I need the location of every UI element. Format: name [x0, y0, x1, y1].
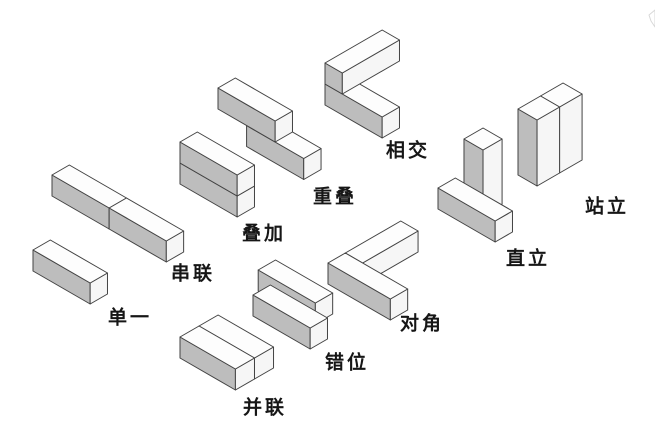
block-face-top	[179, 325, 255, 370]
figure-intersect	[324, 29, 400, 139]
block-face-top	[463, 127, 503, 151]
figure-stacked	[179, 131, 255, 218]
figure-label-single: 单一	[107, 306, 153, 329]
figure-label-stacked: 叠加	[241, 222, 287, 245]
block-face-top	[217, 77, 293, 122]
figure-parallel	[179, 314, 275, 391]
block-face-top	[324, 29, 400, 74]
figure-label-staggered: 错位	[324, 351, 370, 374]
figure-label-intersect: 相交	[385, 139, 431, 162]
block-face-top	[179, 131, 255, 176]
block-face-top	[32, 239, 108, 284]
figure-staggered	[252, 259, 334, 350]
figure-series	[51, 164, 185, 263]
edge-artifact	[648, 9, 655, 28]
figure-overlap	[217, 77, 322, 180]
figure-label-overlap: 重叠	[312, 185, 358, 208]
figure-label-diagonal: 对角	[399, 312, 445, 335]
figure-single	[32, 239, 108, 305]
block-face-top	[108, 197, 185, 242]
figure-label-upright: 直立	[505, 247, 551, 270]
figure-label-standing: 站立	[584, 195, 630, 218]
figure-label-series: 串联	[170, 262, 216, 285]
figure-label-parallel: 并联	[242, 396, 288, 419]
block-face-right	[559, 93, 583, 174]
block-face-top	[437, 177, 513, 222]
figure-upright	[437, 127, 513, 243]
block-face-top	[252, 284, 328, 329]
block-face-right	[536, 106, 561, 187]
block-face-top	[517, 95, 561, 121]
block-face-top	[257, 259, 334, 304]
figure-diagonal	[327, 220, 419, 321]
block-face-top	[327, 252, 409, 300]
block-face-left	[517, 108, 538, 187]
figure-standing	[517, 82, 583, 187]
